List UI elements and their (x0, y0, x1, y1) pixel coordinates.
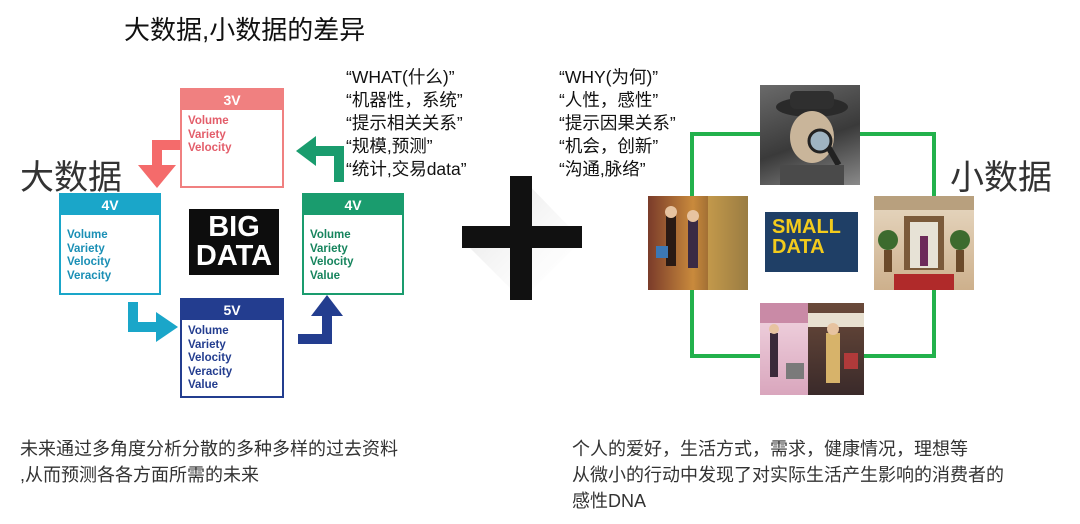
shopping-illustration-left (648, 196, 748, 290)
v-box-header: 3V (182, 90, 282, 110)
v-item: Variety (188, 338, 226, 351)
storefront-illustration (874, 196, 974, 290)
v-item: Veracity (67, 269, 112, 282)
v-item: Velocity (188, 352, 232, 364)
cycle-arrows (128, 136, 344, 344)
v-box-5v: 5V Volume Variety Velocity Veracity Valu… (180, 298, 284, 398)
v-item: Value (188, 379, 219, 391)
v-item: Variety (310, 242, 348, 255)
v-item: Veracity (188, 365, 233, 378)
v-item: Volume (67, 229, 108, 241)
small-data-logo: SMALL DATA (765, 212, 858, 272)
v-item: Volume (188, 115, 229, 127)
v-box-4v-right: 4V Volume Variety Velocity Value (302, 193, 404, 295)
v-item: Volume (188, 325, 229, 337)
detective-image (760, 85, 860, 185)
small-data-quotes: “WHY(为何)” “人性，感性” “提示因果关系” “机会，创新” “沟通,脉… (559, 67, 676, 179)
v-item: Volume (310, 229, 351, 241)
v-box-3v: 3V Volume Variety Velocity (180, 88, 284, 188)
v-box-4v-left: 4V Volume Variety Velocity Veracity (59, 193, 161, 295)
big-data-description: 未来通过多角度分析分散的多种多样的过去资料 ,从而预测各各方面所需的未来 (20, 439, 398, 485)
red-arrow-icon (138, 140, 180, 188)
navy-arrow-icon (298, 295, 343, 344)
v-box-header: 4V (304, 195, 402, 215)
green-arrow-icon (296, 136, 344, 182)
v-box-header: 5V (182, 300, 282, 320)
big-data-quotes: “WHAT(什么)” “机器性，系统” “提示相关关系” “规模,预测” “统计… (346, 67, 467, 179)
small-data-label: 小数据 (950, 159, 1052, 197)
v-box-header: 4V (61, 195, 159, 215)
shopping-illustration-bottom-left (760, 303, 808, 395)
v-item: Variety (67, 242, 105, 255)
cyan-arrow-icon (128, 302, 178, 342)
page-title: 大数据,小数据的差异 (124, 15, 366, 45)
plus-icon (462, 176, 582, 300)
big-data-label: 大数据 (20, 159, 122, 197)
v-item: Variety (188, 128, 226, 141)
v-item: Value (310, 269, 341, 282)
v-item: Velocity (188, 142, 232, 154)
shopping-illustration-bottom-right (808, 303, 864, 395)
small-data-description: 个人的爱好，生活方式，需求，健康情况，理想等 从微小的行动中发现了对实际生活产生… (572, 439, 1004, 511)
v-item: Velocity (67, 256, 111, 268)
big-data-logo: BIG DATA (189, 209, 279, 275)
v-item: Velocity (310, 256, 354, 268)
